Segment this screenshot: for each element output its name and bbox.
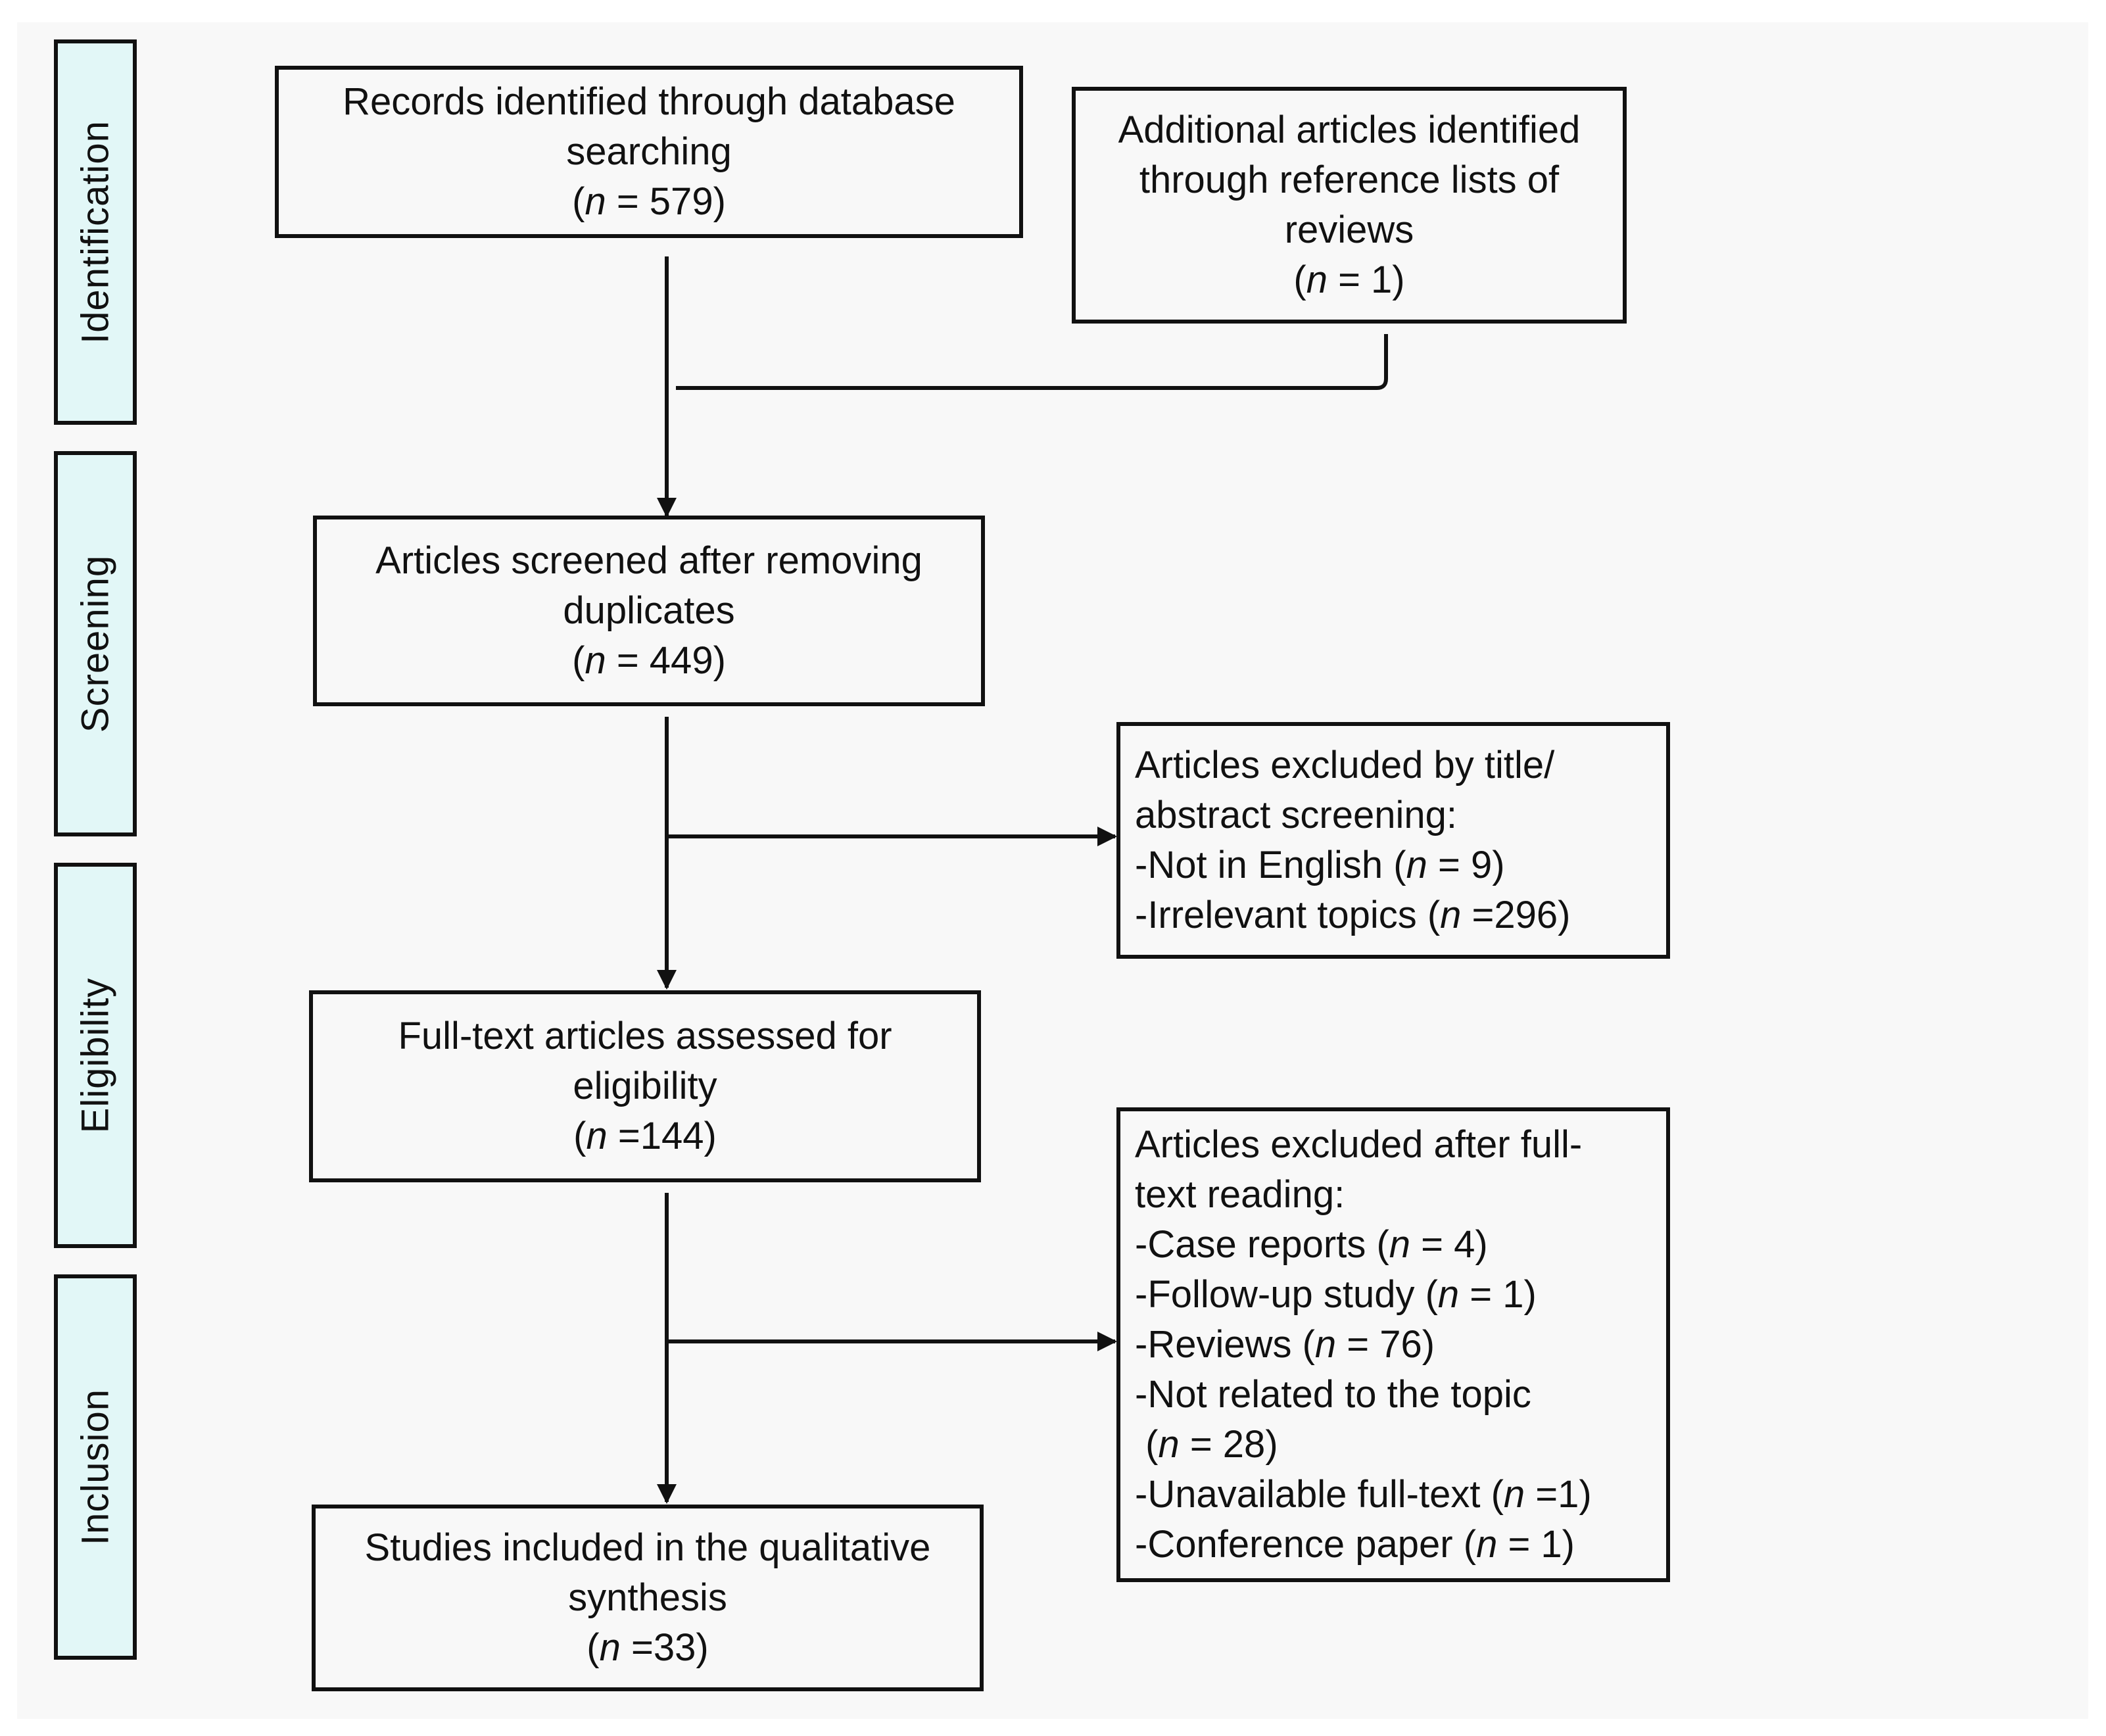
exclusion-item: -Follow-up study (n = 1)	[1135, 1273, 1537, 1316]
record-count: (n =144)	[573, 1115, 717, 1157]
box-text-line: Articles excluded after full-	[1135, 1123, 1583, 1166]
excluded-full-text-box: Articles excluded after full- text readi…	[1116, 1107, 1670, 1582]
box-text-line: Studies included in the qualitative	[364, 1526, 931, 1569]
prisma-flow-diagram: Identification Screening Eligibility Inc…	[17, 22, 2088, 1719]
box-text-line: Articles excluded by title/	[1135, 744, 1555, 786]
box-text-line: text reading:	[1135, 1173, 1345, 1216]
connector-layer	[657, 256, 1388, 1504]
box-text-line: duplicates	[563, 589, 735, 632]
excluded-title-abstract-box: Articles excluded by title/ abstract scr…	[1116, 722, 1670, 959]
exclusion-item: -Not in English (n = 9)	[1135, 844, 1505, 886]
box-text-line: through reference lists of	[1139, 158, 1560, 201]
record-count: (n = 1)	[1293, 258, 1405, 301]
stage-identification: Identification	[54, 39, 137, 425]
stage-inclusion: Inclusion	[54, 1274, 137, 1660]
record-count: (n =33)	[586, 1626, 709, 1669]
box-text-line: searching	[566, 130, 732, 173]
exclusion-item: -Case reports (n = 4)	[1135, 1223, 1488, 1266]
box-text-line: eligibility	[573, 1065, 717, 1107]
exclusion-item: -Irrelevant topics (n =296)	[1135, 894, 1571, 936]
records-identified-box: Records identified through database sear…	[275, 66, 1023, 238]
exclusion-item: -Reviews (n = 76)	[1135, 1323, 1435, 1366]
articles-screened-box: Articles screened after removing duplica…	[313, 516, 985, 706]
stage-label: Screening	[74, 554, 117, 733]
box-text-line: Additional articles identified	[1118, 108, 1581, 151]
stage-eligibility: Eligibility	[54, 863, 137, 1248]
exclusion-item: (n = 28)	[1135, 1423, 1278, 1466]
box-text-line: Full-text articles assessed for	[398, 1015, 892, 1057]
stage-screening: Screening	[54, 451, 137, 836]
exclusion-item: -Conference paper (n = 1)	[1135, 1523, 1575, 1566]
box-text-line: abstract screening:	[1135, 794, 1458, 836]
box-text-line: reviews	[1284, 208, 1414, 251]
stage-label: Eligibility	[74, 977, 117, 1134]
box-text-line: synthesis	[568, 1576, 727, 1619]
additional-articles-box: Additional articles identified through r…	[1072, 87, 1627, 324]
record-count: (n = 449)	[572, 639, 726, 682]
box-text-line: Articles screened after removing	[375, 539, 922, 582]
exclusion-item: -Unavailable full-text (n =1)	[1135, 1473, 1592, 1516]
box-text-line: Records identified through database	[343, 80, 955, 123]
connector-additional-merge	[676, 334, 1388, 390]
stage-label: Identification	[74, 120, 117, 344]
full-text-assessed-box: Full-text articles assessed for eligibil…	[309, 990, 981, 1182]
studies-included-box: Studies included in the qualitative synt…	[312, 1505, 984, 1691]
exclusion-item: -Not related to the topic	[1135, 1373, 1531, 1416]
stage-label: Inclusion	[74, 1389, 117, 1545]
record-count: (n = 579)	[572, 180, 726, 223]
